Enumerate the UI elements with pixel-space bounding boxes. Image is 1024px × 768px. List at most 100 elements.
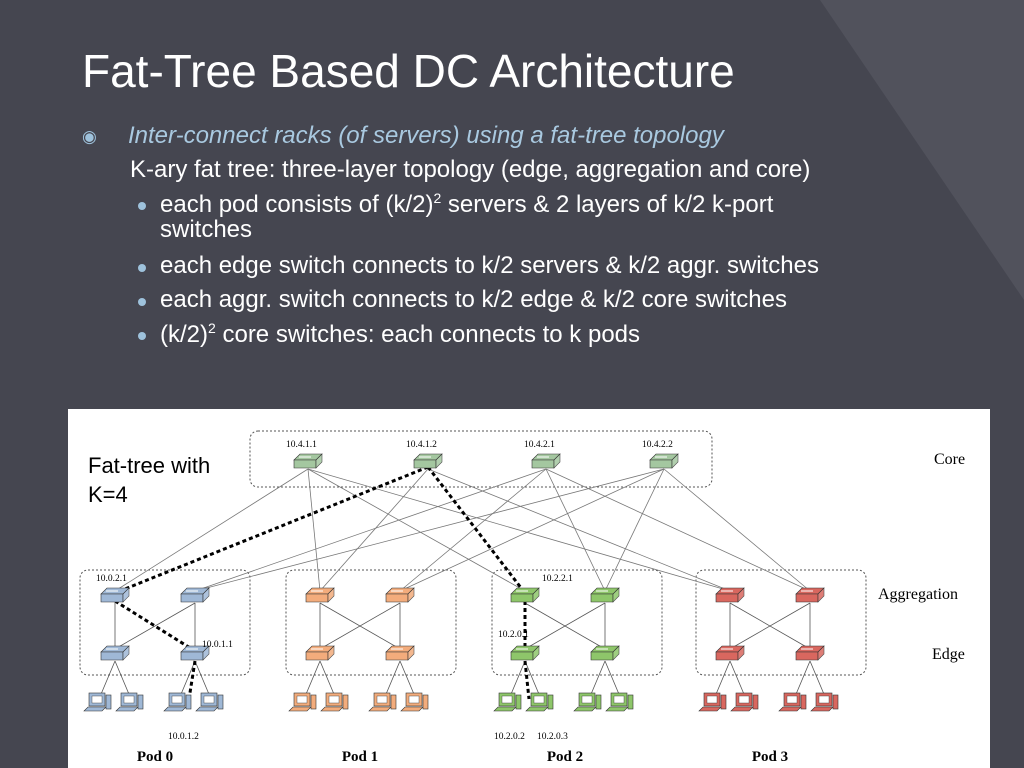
edge-switch-icon-side — [737, 645, 745, 661]
core-address-label: 10.4.1.2 — [406, 440, 437, 450]
aggr-edge-link — [524, 602, 606, 650]
aggr-switch-icon-front — [510, 593, 534, 603]
edge-switch-icon-front — [715, 651, 739, 661]
bullet-item-text: each aggr. switch connects to k/2 edge &… — [160, 286, 787, 313]
dot-bullet-icon — [138, 332, 146, 340]
circle-bullet-icon: ◉ — [82, 127, 97, 146]
aggr-switch-icon-side — [202, 587, 210, 603]
edge-host-link — [809, 660, 827, 700]
aggr-switch-icon-front — [180, 593, 204, 603]
core-aggr-link — [427, 468, 731, 592]
core-aggr-link — [319, 468, 429, 592]
edge-switch-icon-front — [305, 651, 329, 661]
aggr-switch-icon-side — [737, 587, 745, 603]
core-aggr-link — [399, 468, 547, 592]
host-tower-icon — [595, 694, 602, 710]
host-tower-icon — [137, 694, 144, 710]
core-aggr-link — [307, 468, 321, 592]
aggr-switch-icon-front — [795, 593, 819, 603]
host-screen — [91, 695, 103, 704]
aggr-switch-icon-side — [327, 587, 335, 603]
edge-host-link — [588, 660, 606, 700]
edge-switch-icon-front — [385, 651, 409, 661]
aggr-switch-icon-side — [612, 587, 620, 603]
edge-switch-icon-side — [817, 645, 825, 661]
layer-label-core: Core — [934, 451, 965, 468]
edge-host-link — [508, 660, 526, 700]
core-aggr-link — [663, 468, 811, 592]
edge-host-link — [729, 660, 747, 700]
host-tower-icon — [720, 694, 727, 710]
aggr-switch-icon-side — [532, 587, 540, 603]
pod2-host-a-address: 10.2.0.2 — [494, 732, 525, 742]
host-tower-icon — [105, 694, 112, 710]
pod-label: Pod 3 — [752, 749, 788, 765]
core-aggr-link — [604, 468, 665, 592]
diagram-caption: Fat-tree with K=4 — [88, 451, 210, 509]
host-tower-icon — [217, 694, 224, 710]
host-keyboard-icon — [730, 706, 754, 712]
pod0-host-address: 10.0.1.2 — [168, 732, 199, 742]
aggr-switch-icon-front — [590, 593, 614, 603]
host-keyboard-icon — [163, 706, 187, 712]
host-keyboard-icon — [778, 706, 802, 712]
host-screen — [203, 695, 215, 704]
pod-group-box — [695, 569, 867, 676]
core-aggr-link — [545, 468, 811, 592]
host-keyboard-icon — [320, 706, 344, 712]
bullet-item-text: (k/2)2 core switches: each connects to k… — [160, 320, 641, 348]
bullet-item-text: each edge switch connects to k/2 servers… — [160, 252, 819, 279]
host-tower-icon — [752, 694, 759, 710]
edge-switch-icon-side — [327, 645, 335, 661]
slide-title: Fat-Tree Based DC Architecture — [82, 45, 735, 97]
dot-bullet-icon — [138, 298, 146, 306]
host-keyboard-icon — [115, 706, 139, 712]
bullet-main-text: Inter-connect racks (of servers) using a… — [128, 122, 724, 149]
bullet-item-text: each pod consists of (k/2)2 servers & 2 … — [160, 190, 774, 218]
pod-label: Pod 2 — [547, 749, 583, 765]
aggr-edge-link — [114, 602, 196, 650]
highlighted-path-segment — [114, 599, 196, 653]
core-switch-icon-front — [649, 459, 673, 469]
core-switch-icon-front — [531, 459, 555, 469]
pod-label: Pod 1 — [342, 749, 378, 765]
dot-bullet-icon — [138, 264, 146, 272]
edge-switch-icon-side — [407, 645, 415, 661]
host-keyboard-icon — [400, 706, 424, 712]
core-aggr-link — [194, 468, 547, 592]
host-keyboard-icon — [698, 706, 722, 712]
host-screen — [533, 695, 545, 704]
core-switch-icon-front — [293, 459, 317, 469]
aggr-switch-icon-side — [817, 587, 825, 603]
host-screen — [171, 695, 183, 704]
host-tower-icon — [342, 694, 349, 710]
edge-host-link — [524, 660, 542, 700]
edge-host-link — [194, 660, 212, 700]
edge-switch-icon-front — [180, 651, 204, 661]
host-screen — [786, 695, 798, 704]
host-keyboard-icon — [810, 706, 834, 712]
bullet-item-text-line2: switches — [160, 216, 253, 243]
edge-host-link — [303, 660, 321, 700]
core-switch-icon-side — [671, 453, 679, 469]
core-aggr-link — [545, 468, 606, 592]
caption-line-1: Fat-tree with — [88, 453, 211, 478]
host-keyboard-icon — [83, 706, 107, 712]
aggr-edge-link — [319, 602, 401, 650]
host-screen — [818, 695, 830, 704]
edge-host-link — [98, 660, 116, 700]
host-keyboard-icon — [605, 706, 629, 712]
edge-host-link — [399, 660, 417, 700]
host-screen — [706, 695, 718, 704]
core-aggr-link — [114, 468, 309, 592]
pod-group-box — [285, 569, 457, 676]
caption-line-2: K=4 — [88, 482, 128, 507]
core-aggr-link — [307, 468, 731, 592]
host-screen — [376, 695, 388, 704]
host-keyboard-icon — [573, 706, 597, 712]
host-tower-icon — [800, 694, 807, 710]
host-tower-icon — [422, 694, 429, 710]
host-tower-icon — [515, 694, 522, 710]
